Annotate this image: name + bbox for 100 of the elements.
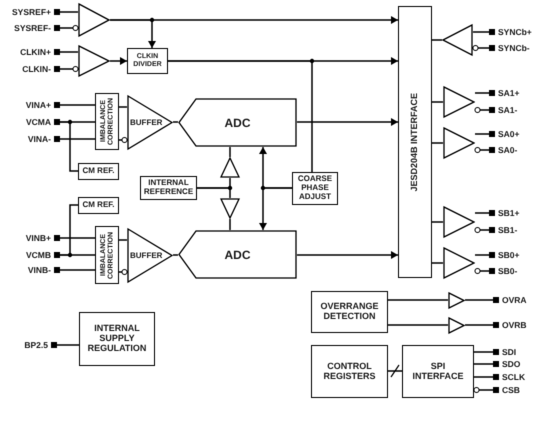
pin-label: VCMA xyxy=(26,118,51,126)
pin-label: SYSREF- xyxy=(14,24,51,32)
block-box xyxy=(292,172,338,205)
signal-line xyxy=(432,39,442,41)
signal-line xyxy=(432,101,443,103)
pin-label: SA1+ xyxy=(498,88,520,98)
pin-label: BP2.5 xyxy=(24,340,48,350)
block-label: INTERNAL SUPPLY REGULATION xyxy=(86,324,148,354)
signal-line xyxy=(473,31,489,33)
signal-line xyxy=(475,212,489,214)
pin-label: VINA+ xyxy=(26,100,51,110)
signal-line xyxy=(197,187,231,198)
pin-label: VINB- xyxy=(28,266,51,274)
signal-line xyxy=(432,221,443,223)
block-box xyxy=(79,312,155,366)
block-box xyxy=(95,93,119,150)
pin-label: VINA- xyxy=(28,134,51,144)
pin-label: SCLK xyxy=(502,372,526,382)
block-box xyxy=(311,291,388,333)
signal-arrow xyxy=(110,57,127,65)
signal-line xyxy=(472,45,489,51)
block-box xyxy=(95,226,119,284)
signal-line xyxy=(465,299,493,301)
block-box xyxy=(78,163,119,180)
signal-line xyxy=(60,121,78,172)
pin-label: SYNCb- xyxy=(498,44,530,52)
buffer-label: BUFFER xyxy=(130,118,162,126)
signal-line xyxy=(57,344,79,346)
signal-line xyxy=(60,66,78,72)
pin-label: SB1- xyxy=(498,226,518,234)
pin-label: SB0+ xyxy=(498,250,520,260)
signal-line xyxy=(475,92,489,94)
signal-line xyxy=(229,219,231,230)
signal-line xyxy=(173,121,178,123)
signal-line xyxy=(474,107,489,113)
block-box xyxy=(78,197,119,214)
block-box xyxy=(127,48,168,74)
pin-label: OVRB xyxy=(502,320,527,330)
signal-line xyxy=(60,138,95,140)
signal-line xyxy=(60,11,78,13)
signal-arrow xyxy=(259,187,292,230)
pin-label: SYNCb+ xyxy=(498,28,532,36)
block-label: INTERNAL REFERENCE xyxy=(142,179,194,197)
pin-label: CLKIN+ xyxy=(20,48,51,56)
pin-label: SYSREF+ xyxy=(12,8,51,16)
signal-line xyxy=(474,268,489,274)
pin-label: SA0- xyxy=(498,146,518,154)
signal-line xyxy=(474,376,493,378)
signal-line xyxy=(388,324,448,326)
pin-label: CSB xyxy=(502,386,520,394)
pin-label: SDO xyxy=(502,360,520,368)
signal-line xyxy=(119,239,127,241)
adc-label: ADC xyxy=(224,116,250,128)
pin-label: OVRA xyxy=(502,296,527,304)
block-label: CONTROL REGISTERS xyxy=(322,362,376,382)
pin-label: VINB+ xyxy=(26,234,51,242)
block-label: SPI INTERFACE xyxy=(412,362,465,382)
pin-label: SA1- xyxy=(498,106,518,114)
block-label: OVERRANGE DETECTION xyxy=(319,302,380,322)
block-box xyxy=(402,345,474,398)
bus-line xyxy=(388,364,402,378)
pin-label: SA0+ xyxy=(498,130,520,138)
signal-line xyxy=(465,324,493,326)
signal-arrow xyxy=(110,19,156,48)
signal-line xyxy=(173,254,178,256)
signal-line xyxy=(60,25,78,31)
signal-line xyxy=(474,351,493,353)
signal-arrow xyxy=(297,118,398,126)
signal-line xyxy=(60,51,78,53)
signal-line xyxy=(60,269,95,271)
signal-line xyxy=(168,60,313,172)
block-label: JESD204B INTERFACE xyxy=(410,92,420,192)
signal-arrow xyxy=(297,251,398,259)
block-box xyxy=(311,345,388,398)
signal-line xyxy=(474,387,493,393)
signal-line xyxy=(432,262,443,264)
pin-label: SDI xyxy=(502,348,516,356)
signal-line xyxy=(475,254,489,256)
signal-line xyxy=(432,142,443,144)
block-box xyxy=(398,6,432,278)
signal-line xyxy=(119,106,127,108)
pin-label: SB1+ xyxy=(498,208,520,218)
block-label: CM REF. xyxy=(82,167,114,176)
block-label: COARSE PHASE ADJUST xyxy=(296,175,334,202)
pin-label: VCMB xyxy=(26,250,51,260)
signal-line xyxy=(474,227,489,233)
signal-line xyxy=(475,133,489,135)
pin-label: CLKIN- xyxy=(22,64,51,74)
buffer-label: BUFFER xyxy=(130,252,162,260)
signal-line xyxy=(474,363,493,365)
signal-line xyxy=(229,147,231,157)
signal-line xyxy=(60,254,95,256)
signal-line xyxy=(474,147,489,153)
block-label: CM REF. xyxy=(82,201,114,210)
signal-line xyxy=(388,299,448,301)
signal-line xyxy=(60,104,95,106)
pin-label: SB0- xyxy=(498,266,518,276)
signal-line xyxy=(119,137,128,143)
signal-line xyxy=(119,269,128,275)
signal-line xyxy=(60,237,95,239)
